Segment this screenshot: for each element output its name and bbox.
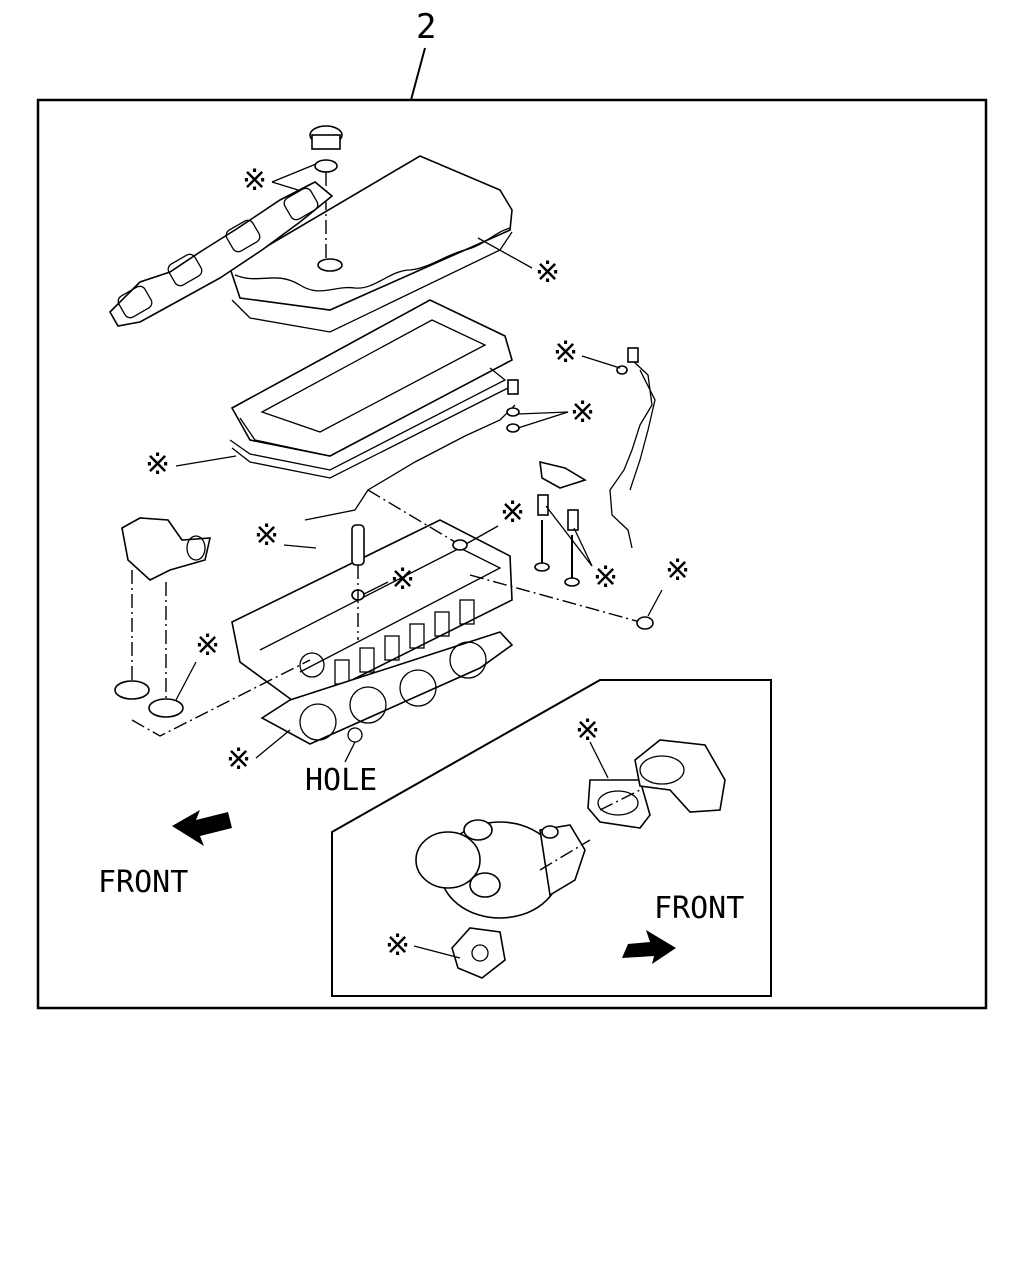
mark-14: ※: [385, 928, 410, 963]
front-label-inset: FRONT: [654, 891, 744, 926]
mark-6: ※: [500, 495, 525, 530]
callout-number: 2: [416, 7, 436, 47]
banjo-bolts: [506, 379, 520, 433]
mark-8: ※: [390, 562, 415, 597]
sensor-harness-2: [629, 369, 656, 491]
camshaft-housing: [230, 299, 513, 457]
turbo-centerline: [539, 789, 641, 871]
thermostat-housing: [121, 517, 212, 700]
exhaust-elbow: [634, 739, 726, 813]
cylinder-head-cover: [229, 155, 513, 333]
mark-12: ※: [226, 742, 251, 777]
head-gasket: [260, 631, 514, 745]
mark-10: ※: [665, 553, 690, 588]
cylinder-head: [231, 519, 513, 707]
inset-asterisk-marks: ※ ※: [385, 713, 609, 963]
mark-1: ※: [242, 163, 267, 198]
leak-off-pipe: [304, 404, 516, 521]
exhaust-ring: [636, 616, 654, 630]
oil-filler-cap: [309, 125, 343, 262]
pipe-seal: [452, 539, 468, 551]
front-arrow-main-icon: [172, 810, 232, 846]
manifold-gasket: [109, 181, 334, 327]
turbo-gasket: [587, 779, 651, 829]
callout-leader: [410, 47, 426, 101]
turbo-inset-frame: [331, 679, 772, 997]
valves: [534, 460, 587, 587]
mark-5: ※: [145, 447, 170, 482]
mark-4: ※: [570, 395, 595, 430]
hole-label: HOLE: [305, 763, 377, 798]
mark-11: ※: [195, 628, 220, 663]
injector: [351, 524, 365, 640]
mark-13: ※: [575, 713, 600, 748]
hole-leader: [344, 741, 356, 763]
asterisk-marks: ※ ※ ※ ※ ※ ※ ※ ※ ※ ※ ※ ※: [145, 163, 690, 777]
main-frame: [36, 98, 988, 1010]
pipe-centerline: [367, 489, 461, 546]
turbo-flange-gasket: [451, 927, 506, 979]
mark-3: ※: [553, 335, 578, 370]
o-rings: [114, 659, 311, 737]
housing-gasket: [229, 367, 509, 479]
mark-2: ※: [535, 255, 560, 290]
sensor-bolt: [627, 347, 639, 363]
sensor-harness: [609, 359, 653, 549]
mark-7: ※: [254, 518, 279, 553]
front-arrow-inset-icon: [622, 930, 676, 964]
exhaust-centerline: [469, 574, 641, 623]
front-label-main: FRONT: [98, 865, 188, 900]
turbocharger: [415, 819, 586, 919]
mark-9: ※: [593, 560, 618, 595]
